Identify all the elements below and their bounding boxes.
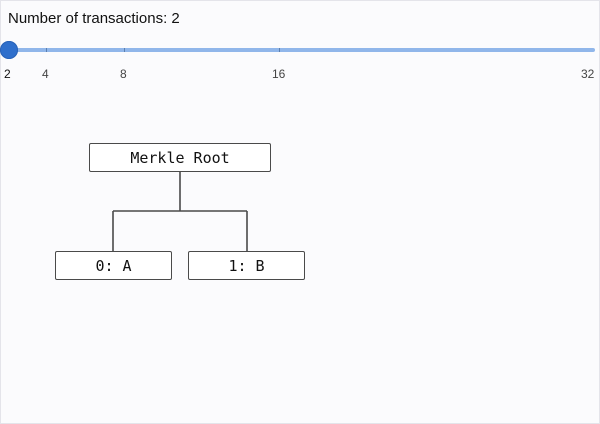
leaf-node: 0: A (55, 251, 172, 280)
slider-tick-label: 16 (272, 67, 286, 81)
merkle-root-node: Merkle Root (89, 143, 271, 172)
slider-tick-label: 32 (581, 67, 595, 81)
transaction-slider-thumb[interactable] (0, 41, 18, 59)
slider-tick-label: 8 (120, 67, 127, 81)
slider-tick-mark (279, 48, 280, 52)
transaction-count-label: Number of transactions: 2 (8, 10, 180, 27)
slider-tick-label: 2 (4, 67, 11, 81)
leaf-node: 1: B (188, 251, 305, 280)
slider-tick-mark (46, 48, 47, 52)
slider-tick-mark (124, 48, 125, 52)
transaction-slider-track[interactable] (8, 48, 595, 52)
slider-tick-label: 4 (42, 67, 49, 81)
